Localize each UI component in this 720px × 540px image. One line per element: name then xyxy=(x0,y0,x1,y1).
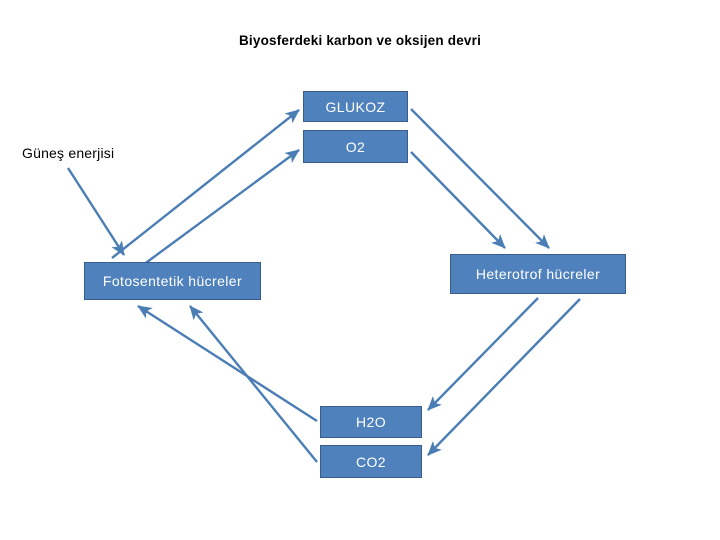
node-h2o[interactable]: H2O xyxy=(320,406,422,438)
page-title: Biyosferdeki karbon ve oksijen devri xyxy=(238,33,482,48)
node-co2[interactable]: CO2 xyxy=(320,445,422,478)
arrow-foto-to-glukoz xyxy=(111,109,300,259)
arrow-hetero-to-h2o xyxy=(427,297,539,411)
arrow-glukoz-to-hetero xyxy=(410,108,550,249)
node-glukoz[interactable]: GLUKOZ xyxy=(303,91,408,122)
arrow-h2o-to-foto xyxy=(137,304,318,423)
node-o2[interactable]: O2 xyxy=(303,130,408,163)
node-gunes-enerjisi: Güneş enerjisi xyxy=(22,145,115,161)
arrow-gunes-to-foto xyxy=(66,167,126,256)
arrow-o2-to-hetero xyxy=(410,151,506,249)
node-heterotrof-hucreler[interactable]: Heterotrof hücreler xyxy=(450,254,626,294)
arrow-foto-to-o2 xyxy=(142,149,300,266)
arrow-hetero-to-co2 xyxy=(427,298,581,456)
arrow-co2-to-foto xyxy=(189,305,318,463)
node-fotosentetik-hucreler[interactable]: Fotosentetik hücreler xyxy=(84,262,261,300)
